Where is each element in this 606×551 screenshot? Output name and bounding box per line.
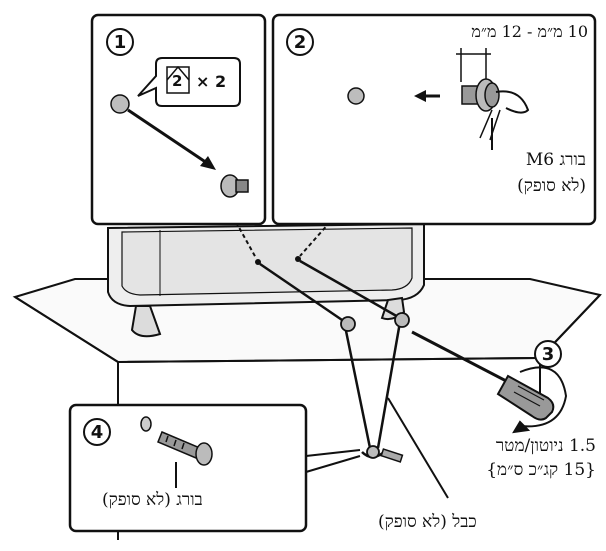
tv-left-foot: [130, 305, 162, 338]
torque-value-kgf: {15 קג״כ ס״מ}: [486, 460, 596, 480]
panel-2-bolt: [461, 78, 530, 141]
clamp-bottom: [366, 445, 380, 459]
panel-1-hole: [110, 94, 130, 114]
panel-4-screw: [140, 416, 213, 466]
callout-pointers: [235, 221, 331, 259]
panel-4-screw-label: בורג (לא סופק): [102, 490, 203, 510]
screwdriver-grip: [513, 385, 545, 407]
panel-1-screw: [220, 174, 249, 198]
clamp-right: [394, 312, 410, 328]
cable-label: כבל (לא סופק): [378, 512, 477, 532]
panel-2-dimension: [456, 48, 491, 82]
panel-2-frame: [271, 13, 597, 226]
clamp-left: [340, 316, 356, 332]
cable-left: [259, 262, 346, 324]
panel-1: [90, 13, 267, 226]
cable-label-pointer: [387, 397, 449, 499]
panel-2-hole: [347, 87, 365, 105]
step-number-1: 1: [106, 28, 134, 56]
tv-inner-panel: [121, 227, 413, 296]
bottom-screw: [380, 448, 404, 463]
panel-4: [68, 403, 308, 533]
panel-4-frame: [68, 403, 308, 533]
rotation-arrow: [519, 366, 568, 428]
panel-1-part-number: 2: [172, 72, 183, 90]
screwdriver: [411, 330, 568, 434]
panel-2-arrow-head: [414, 90, 426, 102]
step-number-4: 4: [83, 418, 111, 446]
attach-point-left: [255, 259, 261, 265]
cable-loop-right: [376, 321, 402, 449]
step-number-2: 2: [286, 28, 314, 56]
panel-1-arrow-line: [127, 108, 211, 167]
panel-2-bolt-note: (לא סופק): [517, 176, 586, 196]
step-number-3: 3: [534, 340, 562, 368]
cable-clamps: [340, 312, 410, 459]
rotation-arrow-head: [512, 420, 531, 434]
torque-value: 1.5 ניוטון/מטר: [495, 436, 596, 456]
cables: [259, 259, 402, 459]
panel-2-dimension-text: 10 מ״מ - 12 מ״מ: [471, 22, 588, 41]
table-left-edge: [14, 296, 119, 363]
attach-point-right: [295, 256, 301, 262]
panel-1-multiplier: × 2: [196, 72, 227, 91]
panel-2: [271, 13, 597, 226]
panel-2-bolt-label: בורג M6: [525, 150, 586, 170]
panel4-pointer: [305, 449, 361, 473]
table-front-top: [117, 357, 541, 363]
screwdriver-shaft: [411, 330, 513, 386]
cable-right: [299, 259, 401, 320]
cable-loop-left: [343, 325, 372, 449]
panel-1-arrow-head: [200, 156, 216, 170]
